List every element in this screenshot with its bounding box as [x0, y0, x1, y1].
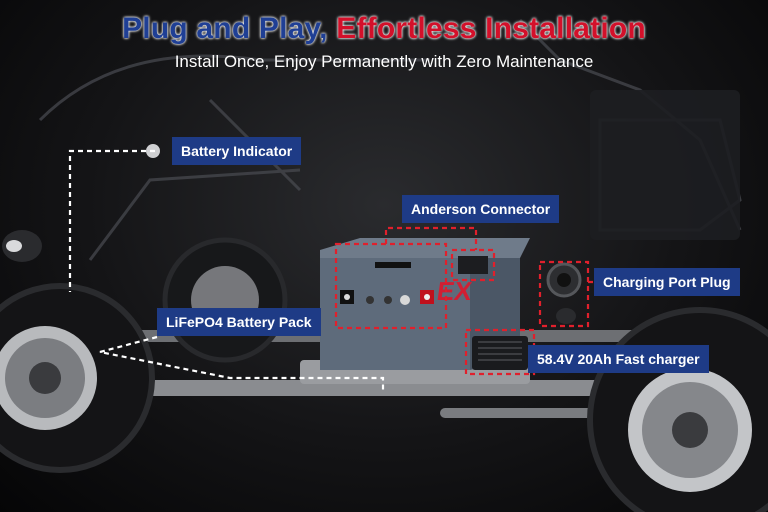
callout-fast-charger: 58.4V 20Ah Fast charger	[528, 345, 709, 373]
title-part-red: Effortless Installation	[336, 12, 646, 45]
page-subtitle: Install Once, Enjoy Permanently with Zer…	[174, 52, 594, 71]
callout-battery-indicator: Battery Indicator	[172, 137, 302, 165]
wheel-left	[0, 283, 155, 473]
title-part-blue: Plug and Play,	[122, 12, 328, 45]
callout-battery-pack: LiFePO4 Battery Pack	[157, 308, 321, 336]
callout-charging-port-plug: Charging Port Plug	[594, 268, 740, 296]
page-title: Plug and Play, Effortless Installation	[0, 12, 768, 46]
wheel-right	[587, 307, 768, 512]
callout-anderson-connector: Anderson Connector	[402, 195, 560, 223]
battery-pack-graphic: EX	[320, 238, 530, 370]
